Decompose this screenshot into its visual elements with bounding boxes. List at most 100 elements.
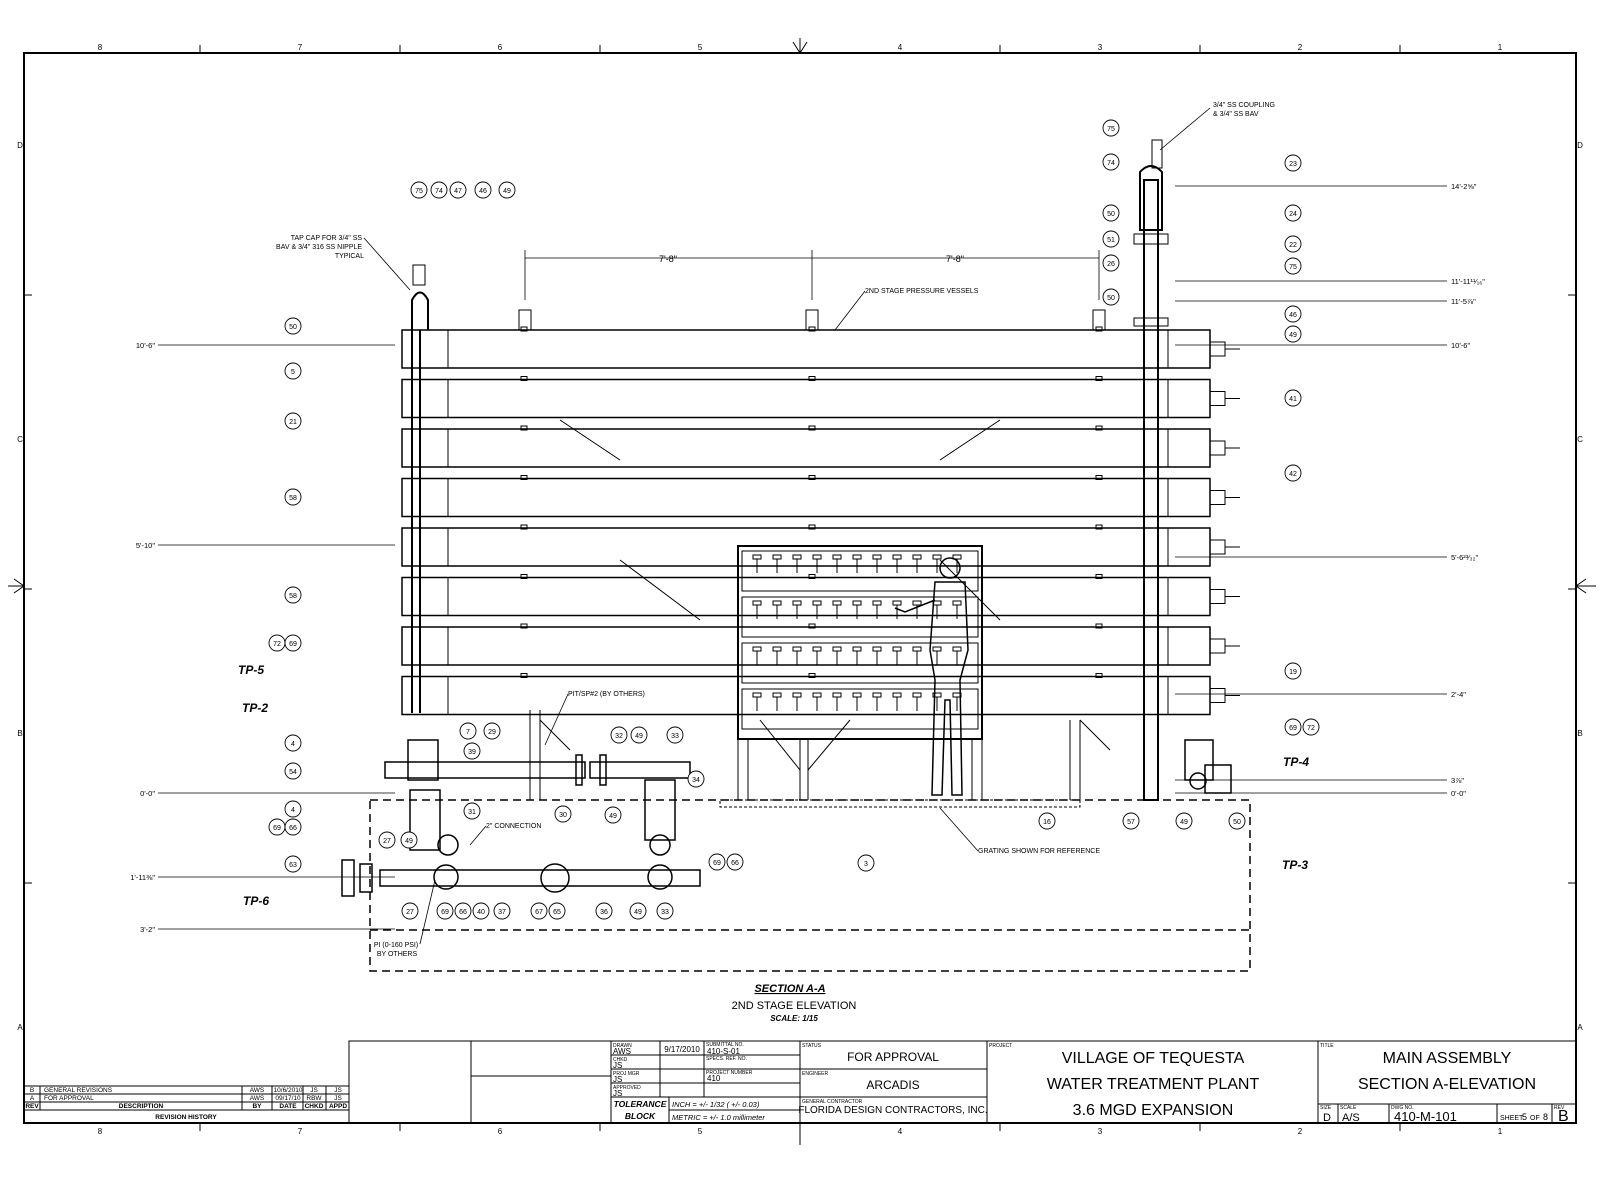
callout-circle xyxy=(284,818,302,836)
tb-title-line-2: SECTION A-ELEVATION xyxy=(1358,1076,1536,1093)
test-point-label: TP-2 xyxy=(242,701,268,715)
gauge-head xyxy=(912,692,922,698)
dim-span-right: 7'-8" xyxy=(946,254,964,264)
rev-hdr-rev: REV xyxy=(25,1103,39,1110)
callout-number: 42 xyxy=(1289,471,1297,478)
callout-circle xyxy=(474,181,492,199)
note-tap-cap: TAP CAP FOR 3/4" SS BAV & 3/4" 316 SS NI… xyxy=(276,235,364,260)
callout-circle xyxy=(857,854,875,872)
gauge-head xyxy=(752,600,762,606)
callout-circle xyxy=(498,181,516,199)
callout-number: 58 xyxy=(289,495,297,502)
tb-tol-inch: INCH = +/- 1/32 ( +/- 0.03) xyxy=(672,1100,760,1109)
elevation-label-left: 5'-10" xyxy=(136,541,155,550)
gauge-head xyxy=(752,554,762,560)
callout-number: 75 xyxy=(1107,126,1115,133)
rev-caption: REVISION HISTORY xyxy=(155,1114,217,1121)
callout-circle xyxy=(1102,153,1120,171)
callout-number: 66 xyxy=(289,825,297,832)
tb-rev: B xyxy=(1558,1108,1569,1125)
operator-figure xyxy=(894,557,969,796)
callout-number: 54 xyxy=(289,769,297,776)
callout-circle xyxy=(630,726,648,744)
left-elevation-labels: 10'-6"5'-10"0'-0"1'-11⅜"3'-2" xyxy=(130,341,395,934)
right-elevation-labels: 14'-2⅝"11'-11¹¹⁄₁₆"11'-5⅞"10'-6"5'-6²³⁄₃… xyxy=(1175,182,1485,798)
zone-col-bottom: 6 xyxy=(498,1127,503,1136)
gauge-head xyxy=(812,600,822,606)
callout-number: 30 xyxy=(559,812,567,819)
gauge-head xyxy=(812,646,822,652)
callout-circle xyxy=(1284,662,1302,680)
zone-col-top: 4 xyxy=(898,43,903,52)
tb-project-label: PROJECT xyxy=(989,1043,1012,1049)
gauge-head xyxy=(952,600,962,606)
callout-number: 39 xyxy=(468,749,476,756)
gauge-head xyxy=(812,554,822,560)
callout-number: 58 xyxy=(289,593,297,600)
gauge-head xyxy=(872,692,882,698)
callout-number: 49 xyxy=(503,188,511,195)
tb-gc-label: GENERAL CONTRACTOR xyxy=(802,1099,863,1105)
gauge-head xyxy=(752,646,762,652)
callout-circle xyxy=(436,902,454,920)
tb-title-line-1: MAIN ASSEMBLY xyxy=(1383,1050,1512,1067)
callout-number: 40 xyxy=(477,909,485,916)
callout-number: 46 xyxy=(479,188,487,195)
callout-number: 5 xyxy=(291,369,295,376)
rev-hdr-appd: APPD xyxy=(329,1103,347,1110)
zone-col-top: 5 xyxy=(698,43,703,52)
callout-circle xyxy=(410,181,428,199)
gauge-head xyxy=(772,600,782,606)
zone-row-left: A xyxy=(17,1023,23,1032)
callout-circle xyxy=(530,902,548,920)
elevation-label-right: 14'-2⅝" xyxy=(1451,182,1477,191)
rev-b-date: 10/6/2010 xyxy=(274,1087,303,1094)
gauge-head xyxy=(792,554,802,560)
zone-row-right: B xyxy=(1577,729,1582,738)
callout-number: 4 xyxy=(291,807,295,814)
callout-number: 69 xyxy=(713,860,721,867)
callout-number: 34 xyxy=(692,777,700,784)
elevation-label-left: 0'-0" xyxy=(140,789,155,798)
callout-number: 49 xyxy=(1180,819,1188,826)
callout-number: 33 xyxy=(661,909,669,916)
zone-row-right: C xyxy=(1577,435,1583,444)
tb-projno-label: PROJECT NUMBER xyxy=(706,1070,753,1076)
elevation-label-right: 11'-5⅞" xyxy=(1451,297,1476,306)
rev-b-chkd: JS xyxy=(310,1087,318,1094)
callout-circle xyxy=(610,726,628,744)
callout-circle xyxy=(483,722,501,740)
callout-number: 37 xyxy=(498,909,506,916)
callout-number: 16 xyxy=(1043,819,1051,826)
rev-a-by: AWS xyxy=(250,1095,265,1102)
tb-tolerance-label: TOLERANCE xyxy=(614,1099,667,1109)
gauge-head xyxy=(852,600,862,606)
callout-number: 50 xyxy=(1107,211,1115,218)
callout-number: 27 xyxy=(383,838,391,845)
gauge-head xyxy=(792,692,802,698)
zone-col-top: 1 xyxy=(1498,43,1503,52)
callout-circle xyxy=(1302,718,1320,736)
rev-a-chkd: RBW xyxy=(306,1095,322,1102)
tb-engineer: ARCADIS xyxy=(866,1078,919,1092)
zone-col-bottom: 3 xyxy=(1098,1127,1103,1136)
tb-checked: JS xyxy=(613,1061,622,1070)
pressure-vessel xyxy=(401,477,1211,518)
callout-circle xyxy=(1284,389,1302,407)
callout-number: 24 xyxy=(1289,211,1297,218)
zone-col-bottom: 1 xyxy=(1498,1127,1503,1136)
rev-hdr-desc: DESCRIPTION xyxy=(119,1103,164,1110)
gauge-head xyxy=(852,692,862,698)
callout-number: 69 xyxy=(441,909,449,916)
callout-number: 49 xyxy=(635,733,643,740)
elevation-label-left: 10'-6" xyxy=(136,341,155,350)
gauge-head xyxy=(932,554,942,560)
callout-circle xyxy=(284,586,302,604)
callout-circle xyxy=(400,831,418,849)
callout-circle xyxy=(284,317,302,335)
gauge-head xyxy=(892,600,902,606)
callout-circle xyxy=(708,853,726,871)
callout-circle xyxy=(284,634,302,652)
